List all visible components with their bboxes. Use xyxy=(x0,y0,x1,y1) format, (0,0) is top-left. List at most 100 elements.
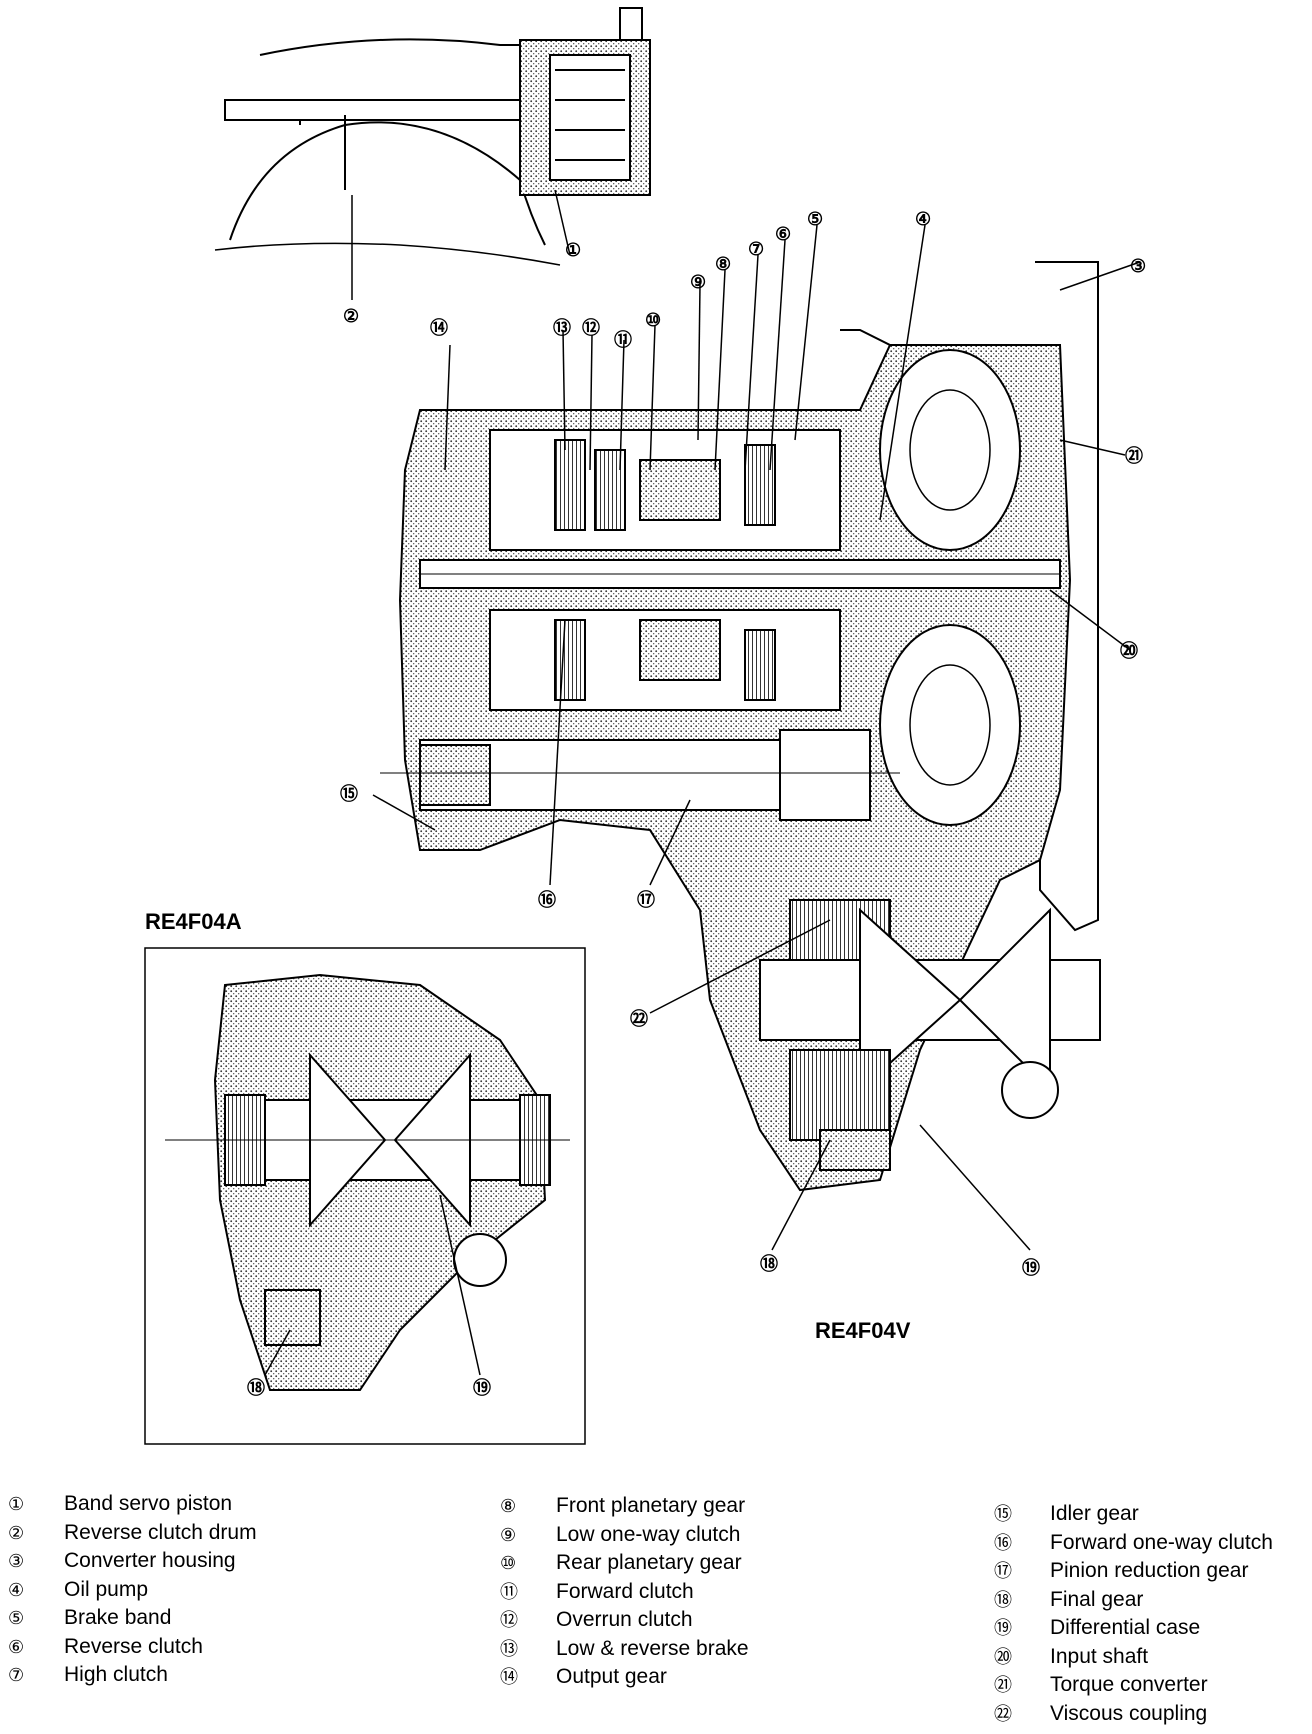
callout-16: ⑯ xyxy=(538,889,556,910)
legend-number: ④ xyxy=(8,1579,25,1600)
legend-number: ⑥ xyxy=(8,1636,25,1657)
legend-text: Overrun clutch xyxy=(556,1608,693,1631)
legend-item: ① Band servo piston xyxy=(8,1490,257,1519)
callout-17: ⑰ xyxy=(637,889,655,910)
leader-lines xyxy=(372,224,1141,1251)
callout-18: ⑱ xyxy=(760,1253,778,1274)
main-variant-label: RE4F04V xyxy=(815,1318,911,1343)
callout-10: ⑩ xyxy=(645,310,661,330)
legend-text: Band servo piston xyxy=(64,1492,233,1515)
callout-5: ⑤ xyxy=(807,209,823,229)
legend-text: Rear planetary gear xyxy=(556,1551,742,1574)
inset-callout-19: ⑲ xyxy=(473,1377,491,1398)
legend-text: Reverse clutch drum xyxy=(64,1520,257,1544)
legend-number: ⑤ xyxy=(8,1608,25,1628)
legend-text: Viscous coupling xyxy=(1050,1701,1208,1725)
callout-14: ⑭ xyxy=(430,317,448,338)
legend-column-3: ⑮ Idler gear ⑯ Forward one-way clutch ⑰ Pin… xyxy=(994,1500,1273,1728)
legend-number: ① xyxy=(8,1494,25,1514)
legend-text: Torque converter xyxy=(1050,1673,1208,1696)
legend-number: ② xyxy=(8,1522,25,1543)
legend-number: ⑦ xyxy=(8,1665,25,1685)
torque-converter-lower xyxy=(879,624,1021,826)
legend-number: ⑱ xyxy=(994,1589,1012,1610)
legend-number: ⑮ xyxy=(994,1504,1012,1524)
legend-text: High clutch xyxy=(64,1663,168,1686)
legend-item: ⑭ Output gear xyxy=(500,1663,749,1692)
callout-20: ⑳ xyxy=(1120,640,1138,661)
legend-number: ⑫ xyxy=(500,1610,518,1630)
legend-item: ⑧ Front planetary gear xyxy=(500,1492,749,1521)
callout-2: ② xyxy=(343,306,359,326)
legend-number: ㉒ xyxy=(994,1703,1012,1724)
callout-7: ⑦ xyxy=(748,239,764,259)
legend-number: ⑭ xyxy=(500,1667,518,1687)
legend-item: ⑯ Forward one-way clutch xyxy=(994,1529,1273,1558)
legend-text: Front planetary gear xyxy=(556,1494,746,1517)
callout-19: ⑲ xyxy=(1022,1257,1040,1278)
legend-item: ⑰ Pinion reduction gear xyxy=(994,1557,1273,1586)
callout-4: ④ xyxy=(915,209,931,229)
legend-number: ⑲ xyxy=(994,1618,1012,1638)
legend-item: ③ Converter housing xyxy=(8,1547,257,1576)
legend-number: ⑪ xyxy=(500,1581,518,1602)
callout-8: ⑧ xyxy=(715,254,731,274)
callout-9: ⑨ xyxy=(690,272,706,292)
legend-item: ⑪ Forward clutch xyxy=(500,1578,749,1607)
legend-text: Differential case xyxy=(1050,1616,1201,1639)
legend-text: Pinion reduction gear xyxy=(1050,1559,1249,1582)
legend-text: Oil pump xyxy=(64,1577,149,1601)
torque-converter-upper xyxy=(879,349,1021,551)
callout-12: ⑫ xyxy=(582,317,600,338)
legend-item: ② Reverse clutch drum xyxy=(8,1519,257,1548)
legend-text: Reverse clutch xyxy=(64,1634,203,1658)
callout-13: ⑬ xyxy=(553,317,571,338)
legend-column-2: ⑧ Front planetary gear ⑨ Low one-way clutc… xyxy=(500,1492,749,1692)
callout-21: ㉑ xyxy=(1125,445,1143,466)
legend-text: Forward clutch xyxy=(556,1579,694,1603)
legend-item: ⑥ Reverse clutch xyxy=(8,1633,257,1662)
legend-item: ⑮ Idler gear xyxy=(994,1500,1273,1529)
callout-6: ⑥ xyxy=(775,224,791,244)
legend-item: ⑱ Final gear xyxy=(994,1586,1273,1615)
legend-number: ⑨ xyxy=(500,1524,517,1545)
legend-item: ㉑ Torque converter xyxy=(994,1671,1273,1700)
inset-callout-18: ⑱ xyxy=(247,1377,265,1398)
main-callouts: ① ② ③ ④ ⑤ ⑥ ⑦ ⑧ ⑨ ⑩ ⑪ ⑫ ⑬ ⑭ ⑮ ⑯ ⑰ ⑱ ⑲ ⑳ … xyxy=(340,209,1146,1278)
legend-number: ⑧ xyxy=(500,1496,517,1516)
legend-text: Input shaft xyxy=(1050,1644,1149,1668)
legend-text: Low one-way clutch xyxy=(556,1522,741,1546)
legend-number: ③ xyxy=(8,1551,25,1571)
top-detail-view xyxy=(214,7,651,300)
legend-text: Low & reverse brake xyxy=(556,1636,749,1660)
legend-number: ⑰ xyxy=(994,1561,1012,1581)
legend-item: ⑫ Overrun clutch xyxy=(500,1606,749,1635)
legend-number: ㉑ xyxy=(994,1675,1012,1695)
main-section-view xyxy=(380,261,1101,1192)
legend-text: Output gear xyxy=(556,1665,667,1688)
inset-variant-label: RE4F04A xyxy=(145,909,242,934)
legend-item: ⑨ Low one-way clutch xyxy=(500,1521,749,1550)
legend-number: ⑬ xyxy=(500,1638,518,1659)
legend-item: ⑲ Differential case xyxy=(994,1614,1273,1643)
callout-22: ㉒ xyxy=(630,1008,648,1029)
legend-text: Converter housing xyxy=(64,1549,236,1572)
legend-item: ⑬ Low & reverse brake xyxy=(500,1635,749,1664)
legend-text: Brake band xyxy=(64,1606,172,1629)
legend-number: ⑳ xyxy=(994,1646,1012,1667)
legend-number: ⑯ xyxy=(994,1532,1012,1553)
callout-15: ⑮ xyxy=(340,783,358,804)
legend-item: ㉒ Viscous coupling xyxy=(994,1700,1273,1729)
legend-item: ⑤ Brake band xyxy=(8,1604,257,1633)
callout-1: ① xyxy=(565,240,581,260)
legend-text: Final gear xyxy=(1050,1587,1144,1611)
legend-item: ⑦ High clutch xyxy=(8,1661,257,1690)
legend-item: ④ Oil pump xyxy=(8,1576,257,1605)
callout-3: ③ xyxy=(1130,256,1146,276)
legend-text: Forward one-way clutch xyxy=(1050,1530,1273,1554)
callout-11: ⑪ xyxy=(614,329,632,350)
legend-text: Idler gear xyxy=(1050,1502,1139,1525)
